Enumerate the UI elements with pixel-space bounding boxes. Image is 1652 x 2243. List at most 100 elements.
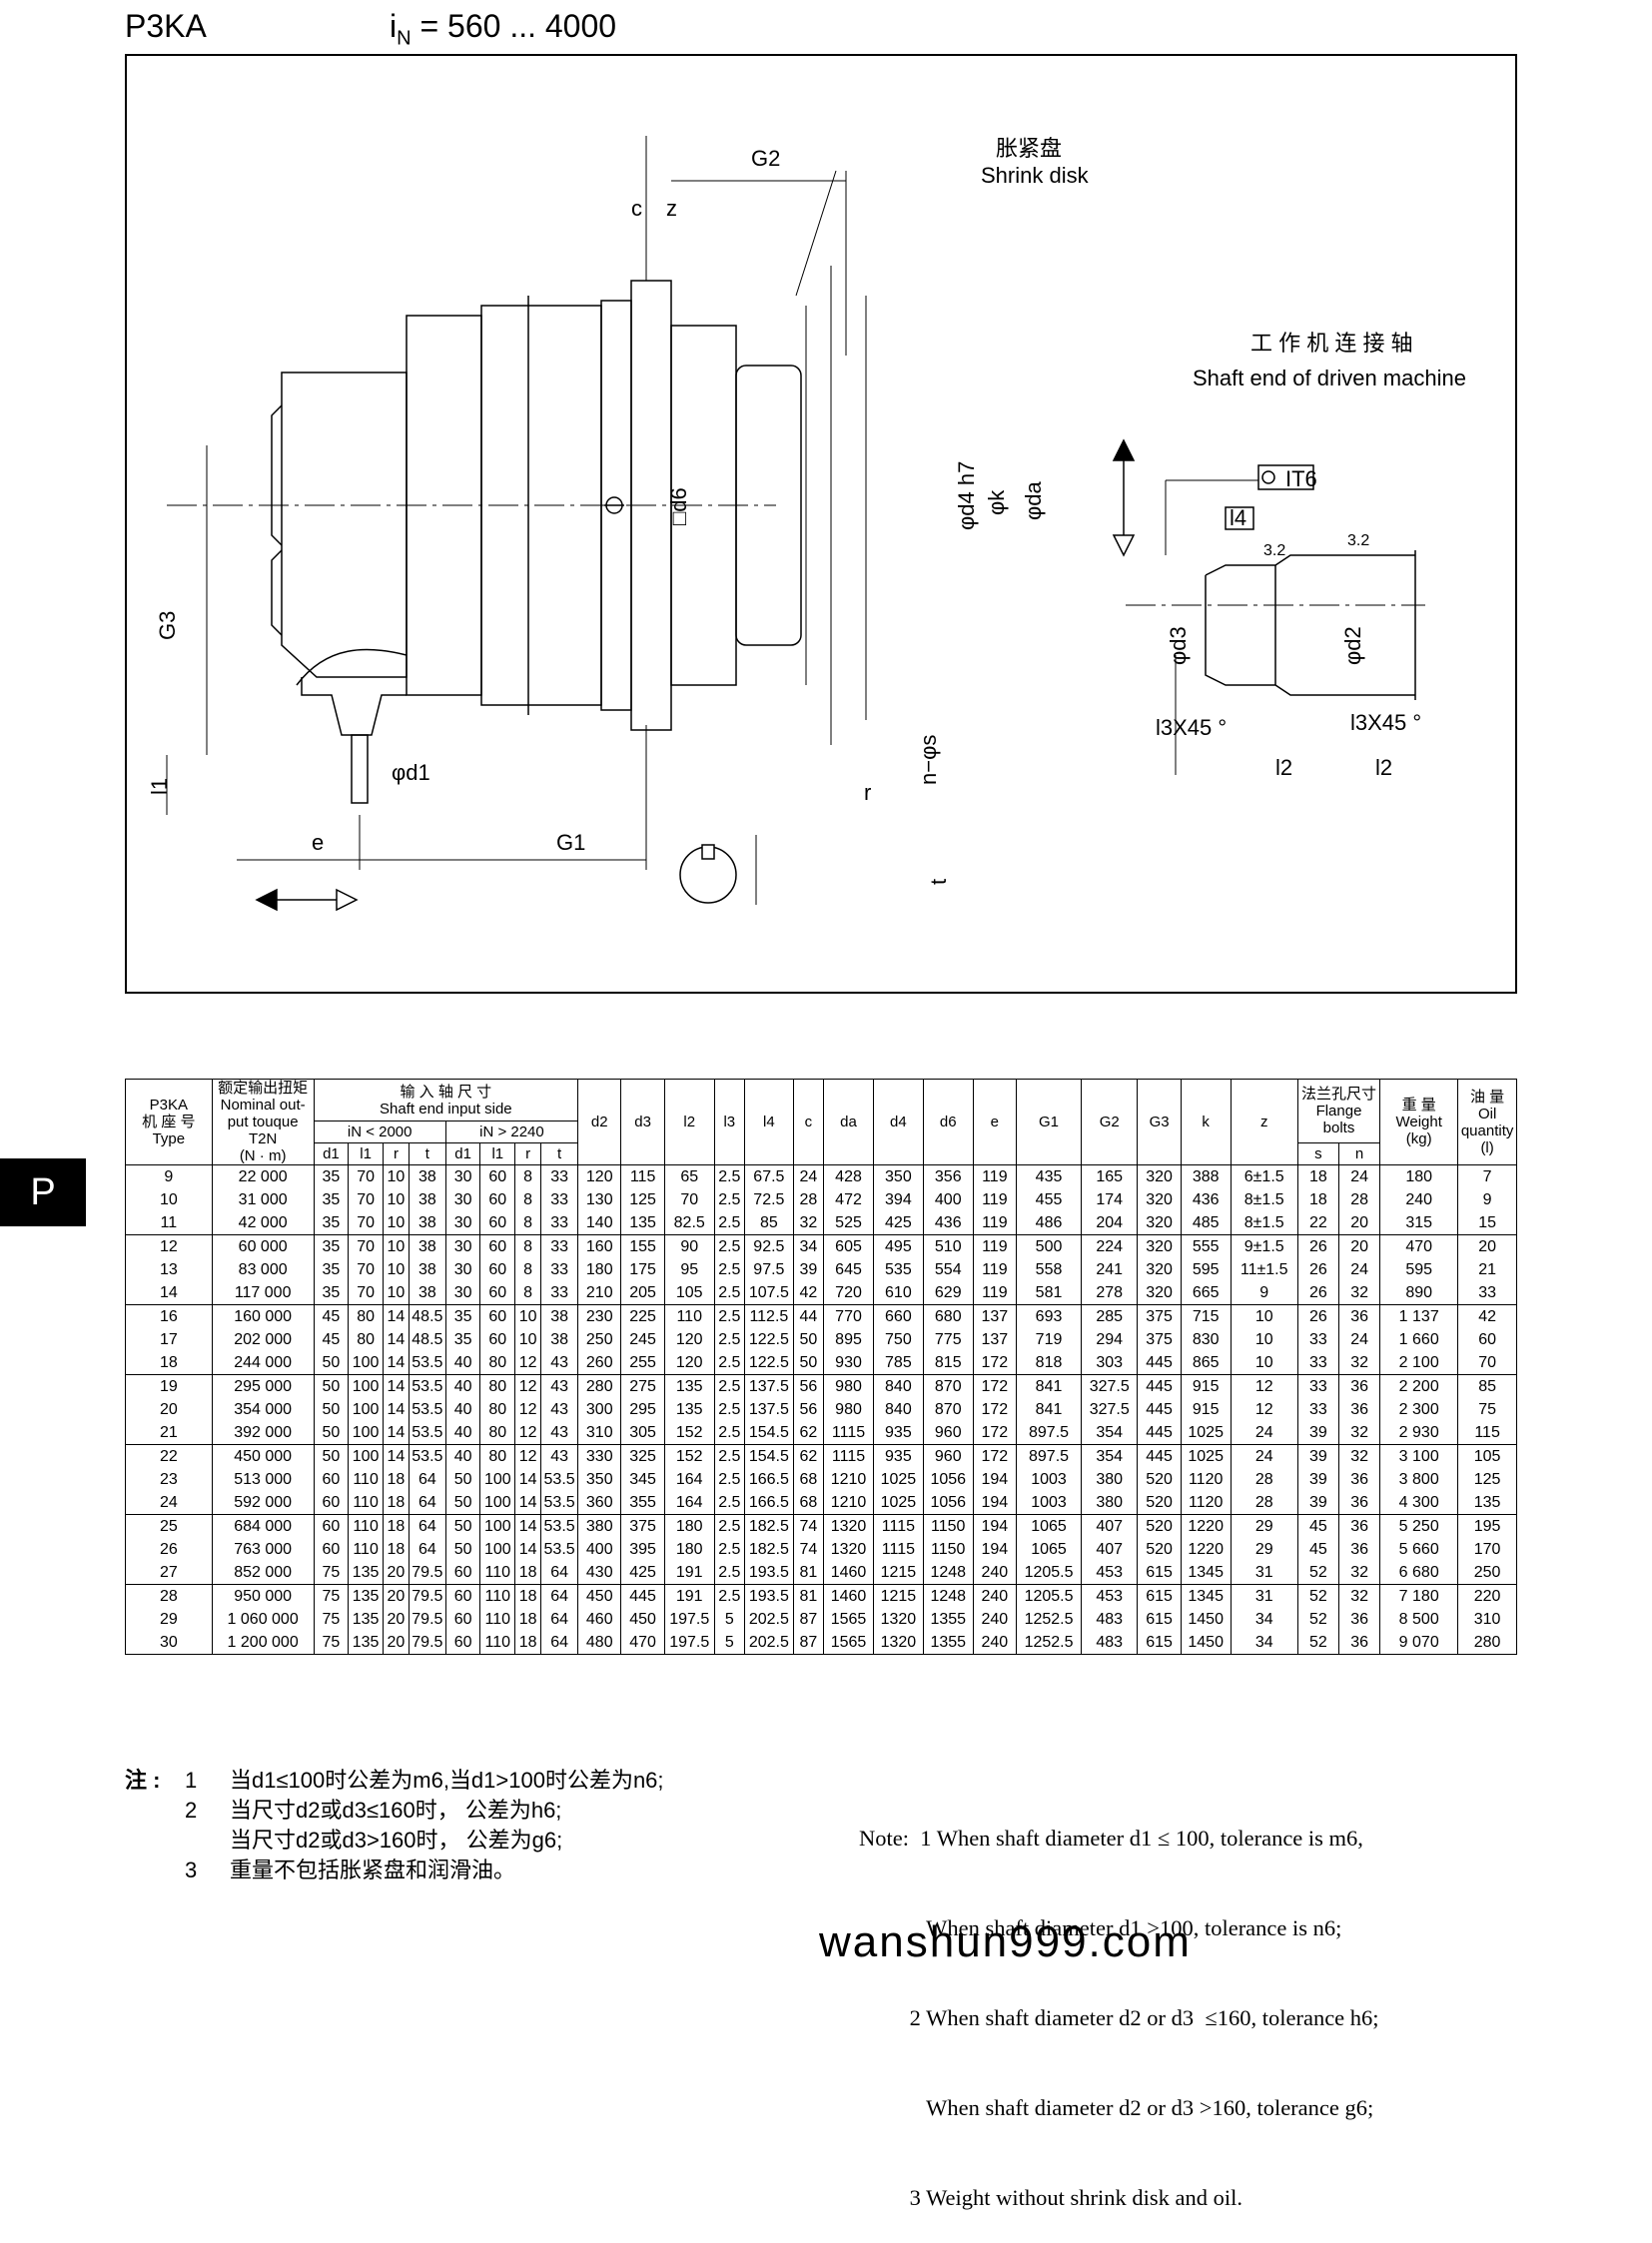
cell-d3: 225 245 255 — [620, 1304, 665, 1375]
cell-l2: 65 70 82.5 — [663, 1164, 715, 1235]
cell-c: 81 87 87 — [792, 1584, 825, 1655]
cell-e: 119 119 119 — [972, 1234, 1018, 1305]
cell-d4: 840 840 935 — [872, 1374, 924, 1445]
cell-rb: 14 14 18 — [514, 1514, 542, 1585]
cell-l3: 2.5 2.5 2.5 — [713, 1234, 745, 1305]
cell-d4: 660 750 785 — [872, 1304, 924, 1375]
th-input-en: Shaft end input side — [380, 1100, 512, 1118]
cell-d1b: 30 30 30 — [444, 1164, 481, 1235]
cell-l2: 180 180 191 — [663, 1514, 715, 1585]
th-da: da — [823, 1079, 874, 1165]
cell-torque: 950 000 1 060 000 1 200 000 — [211, 1584, 315, 1655]
cell-d3: 375 395 425 — [620, 1514, 665, 1585]
cell-d6: 356 400 436 — [922, 1164, 974, 1235]
cell-s: 52 52 52 — [1296, 1584, 1340, 1655]
cell-torque: 160 000 202 000 244 000 — [211, 1304, 315, 1375]
cell-l4: 193.5 202.5 202.5 — [743, 1584, 794, 1655]
cell-l1b: 60 60 60 — [479, 1164, 516, 1235]
cell-d4: 495 535 610 — [872, 1234, 924, 1305]
cell-g2: 453 483 483 — [1081, 1584, 1139, 1655]
cell-d2: 450 460 480 — [577, 1584, 622, 1655]
cell-l1b: 110 110 110 — [479, 1584, 516, 1655]
label-ns: n−φs — [916, 735, 941, 785]
cell-k: 388 436 485 — [1180, 1164, 1232, 1235]
label-shrink-en: Shrink disk — [981, 163, 1090, 188]
cell-z: 24 28 28 — [1230, 1444, 1298, 1515]
cell-tb: 43 53.5 53.5 — [540, 1444, 579, 1515]
cell-d3: 155 175 205 — [620, 1234, 665, 1305]
cell-type: 12 13 14 — [125, 1234, 213, 1305]
cell-g1: 841 841 897.5 — [1016, 1374, 1083, 1445]
note-en-line: Note: 1 When shaft diameter d1 ≤ 100, to… — [859, 1826, 1363, 1851]
label-k: φk — [984, 489, 1009, 515]
label-shrink-cn: 胀紧盘 — [996, 136, 1062, 161]
cell-tb: 33 33 33 — [540, 1234, 579, 1305]
cell-l2: 110 120 120 — [663, 1304, 715, 1375]
cell-da: 1460 1565 1565 — [823, 1584, 874, 1655]
note-cn-2: 当尺寸d2或d3≤160时， 公差为h6; — [230, 1798, 562, 1823]
cell-g1: 693 719 818 — [1016, 1304, 1083, 1375]
cell-g1: 1205.5 1252.5 1252.5 — [1016, 1584, 1083, 1655]
label-l2-left: l2 — [1275, 755, 1292, 780]
cell-d6: 960 1056 1056 — [922, 1444, 974, 1515]
th-sub-t: t — [408, 1142, 446, 1165]
cell-rb: 12 14 14 — [514, 1444, 542, 1515]
cell-l3: 2.5 2.5 2.5 — [713, 1164, 745, 1235]
note-en-line: 3 Weight without shrink disk and oil. — [859, 2185, 1243, 2210]
label-l1: l1 — [147, 778, 172, 795]
label-e: e — [312, 830, 324, 855]
cell-c: 44 50 50 — [792, 1304, 825, 1375]
cell-type: 16 17 18 — [125, 1304, 213, 1375]
cell-l1a: 100 110 110 — [348, 1444, 384, 1515]
cell-g1: 500 558 581 — [1016, 1234, 1083, 1305]
cell-l1b: 100 100 110 — [479, 1514, 516, 1585]
label-roughness-2: 3.2 — [1347, 532, 1369, 549]
cell-d1a: 60 60 75 — [313, 1514, 350, 1585]
cell-g2: 354 380 380 — [1081, 1444, 1139, 1515]
l4-frame — [1225, 506, 1254, 530]
cell-ra: 10 10 10 — [382, 1164, 410, 1235]
th-sub-r: r — [514, 1142, 542, 1165]
cell-w: 2 200 2 300 2 930 — [1379, 1374, 1459, 1445]
th-sub-d1: d1 — [313, 1142, 350, 1165]
th-flange-n: n — [1337, 1142, 1381, 1165]
th-l2: l2 — [663, 1079, 715, 1165]
cell-d6: 1150 1150 1248 — [922, 1514, 974, 1585]
cell-tb: 38 38 43 — [540, 1304, 579, 1375]
cell-k: 1220 1220 1345 — [1180, 1514, 1232, 1585]
label-roughness-1: 3.2 — [1263, 542, 1285, 559]
th-d6: d6 — [922, 1079, 974, 1165]
driven-shaft — [1205, 554, 1415, 696]
th-in-high: iN > 2240 — [444, 1121, 579, 1144]
label-c: c — [631, 196, 642, 221]
cell-l3: 2.5 2.5 2.5 — [713, 1514, 745, 1585]
cell-n: 32 36 36 — [1337, 1584, 1381, 1655]
cell-z: 10 10 10 — [1230, 1304, 1298, 1375]
cell-d1a: 35 35 35 — [313, 1234, 350, 1305]
cell-k: 915 915 1025 — [1180, 1374, 1232, 1445]
label-d1: φd1 — [392, 760, 430, 785]
cell-d1b: 40 50 50 — [444, 1444, 481, 1515]
cell-l4: 112.5 122.5 122.5 — [743, 1304, 794, 1375]
cell-l2: 135 135 152 — [663, 1374, 715, 1445]
cell-d1b: 40 40 40 — [444, 1374, 481, 1445]
cell-s: 18 18 22 — [1296, 1164, 1340, 1235]
label-driven-en: Shaft end of driven machine — [1193, 366, 1466, 390]
th-l4: l4 — [743, 1079, 794, 1165]
note-en-line: When shaft diameter d1 >100, tolerance i… — [859, 1915, 1342, 1940]
cell-tb: 43 43 43 — [540, 1374, 579, 1445]
cell-type: 19 20 21 — [125, 1374, 213, 1445]
th-sub-t: t — [540, 1142, 579, 1165]
label-g2: G2 — [751, 146, 780, 171]
cell-d3: 275 295 305 — [620, 1374, 665, 1445]
cell-torque: 22 000 31 000 42 000 — [211, 1164, 315, 1235]
th-g1: G1 — [1016, 1079, 1083, 1165]
cell-g3: 445 445 445 — [1137, 1374, 1182, 1445]
cell-s: 26 26 26 — [1296, 1234, 1340, 1305]
cell-w: 1 137 1 660 2 100 — [1379, 1304, 1459, 1375]
cell-da: 770 895 930 — [823, 1304, 874, 1375]
cell-oil: 85 75 115 — [1457, 1374, 1517, 1445]
cell-torque: 450 000 513 000 592 000 — [211, 1444, 315, 1515]
